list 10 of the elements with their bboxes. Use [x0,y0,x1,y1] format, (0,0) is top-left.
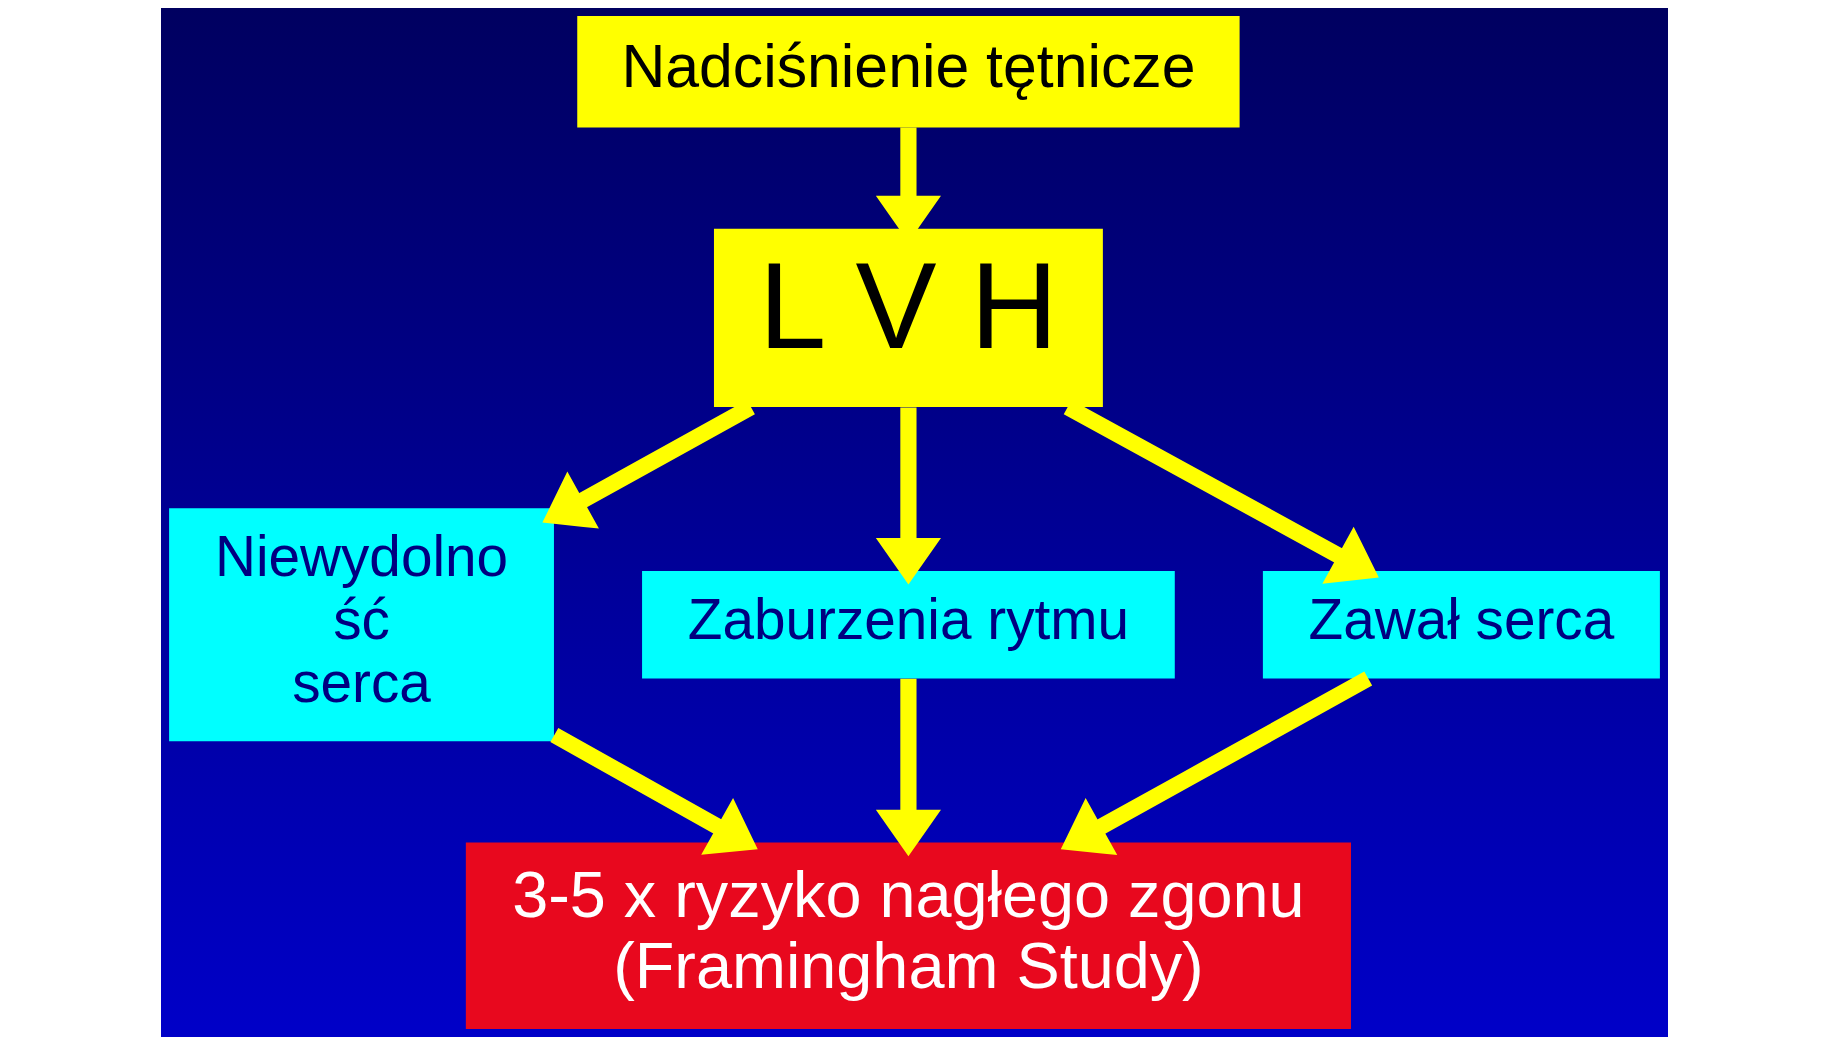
node-box: Nadciśnienie tętnicze [577,16,1240,128]
arrow [875,407,941,585]
node-box: Zawał serca [1262,571,1660,679]
node-box: L V H [713,228,1103,408]
node-box: Zaburzenia rytmu [642,571,1175,679]
arrow [1060,671,1373,856]
node-box: Niewydolno ść serca [169,508,554,742]
arrow [875,678,941,857]
arrow [550,727,758,855]
node-box: 3-5 x ryzyko nagłego zgonu (Framingham Study) [465,842,1351,1029]
